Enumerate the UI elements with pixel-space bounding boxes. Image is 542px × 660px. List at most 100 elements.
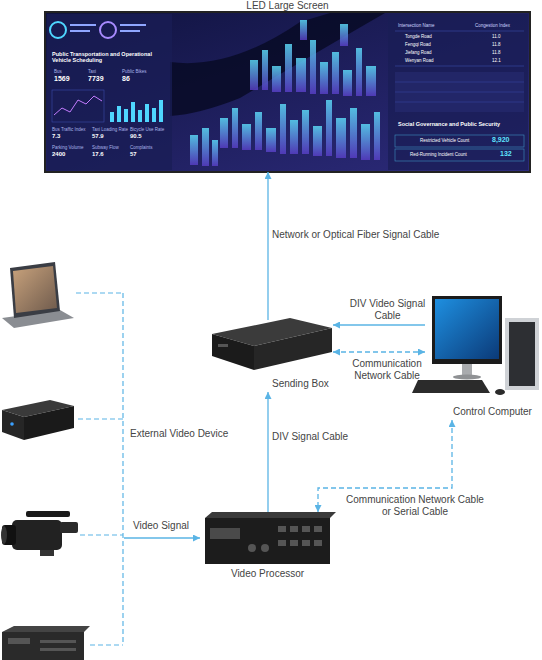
screen-text: 86: [122, 75, 130, 83]
camcorder-illustration-part: [40, 550, 54, 556]
signal-connector: [267, 172, 268, 320]
computer-illustration-part: [435, 299, 499, 359]
led-screen-art-part: [124, 109, 128, 122]
video-bus-line-part: [90, 644, 123, 645]
video-processor-illustration-part: [314, 540, 322, 546]
screen-text: 11.8: [492, 42, 500, 47]
screen-text: 8,920: [492, 136, 510, 144]
screen-text: Tongde Road: [405, 34, 432, 39]
led-screen-art-part: [47, 14, 172, 170]
led-screen-art-part: [70, 24, 96, 26]
led-screen-art-part: [152, 108, 156, 122]
led-screen-art-part: [280, 104, 286, 154]
camcorder-illustration-part: [26, 511, 70, 517]
screen-text: 57.9: [92, 133, 104, 140]
signal-connector: [267, 392, 268, 512]
screen-text: 1569: [54, 75, 70, 83]
computer-illustration-part: [412, 380, 490, 393]
screen-text: Wenyan Road: [405, 58, 433, 63]
screen-text: Jiefang Road: [405, 50, 432, 55]
led-screen-art-part: [350, 108, 357, 158]
node-label: External Video Device: [130, 428, 250, 440]
led-screen-art-part: [395, 102, 524, 103]
screen-text: Parking Volume: [52, 145, 84, 150]
control-computer: Control Computer: [425, 292, 540, 420]
video-processor-illustration-part: [290, 540, 298, 546]
led-screen-art-part: [374, 112, 380, 160]
video-processor-illustration-part: [290, 526, 298, 532]
screen-text: Taxi: [88, 69, 96, 74]
node-label: LED Large Screen: [45, 0, 530, 12]
node-label: Sending Box: [272, 378, 342, 390]
recorder-illustration-part: [40, 648, 76, 651]
screen-text: 11.0: [492, 34, 500, 39]
screen-text: Bicycle Use Rate: [130, 127, 164, 132]
led-screen-art-part: [232, 108, 238, 148]
edge-label: Communication Network Cable: [342, 358, 432, 382]
computer-illustration-part: [432, 296, 502, 364]
led-screen-art-part: [138, 110, 142, 122]
led-screen-art-part: [262, 50, 268, 90]
led-screen-art-part: [272, 66, 281, 92]
led-screen-art-part: [159, 100, 163, 122]
computer-illustration-part: [509, 322, 535, 386]
edge-label: Network or Optical Fiber Signal Cable: [272, 229, 492, 241]
led-screen-art-part: [250, 60, 258, 90]
sending-box-illustration: [212, 318, 332, 370]
led-screen-art-part: [395, 92, 524, 93]
recorder-illustration-part: [2, 626, 90, 632]
screen-text: Subway Flow: [92, 145, 119, 150]
signal-connector: [333, 324, 425, 325]
sending-box-illustration-part: [254, 328, 332, 370]
dvd-player-illustration-part: [2, 410, 24, 440]
camcorder-illustration-part: [2, 525, 16, 545]
led-screen-art-part: [320, 62, 328, 94]
signal-connector: [124, 537, 200, 538]
recorder-illustration: [2, 626, 90, 660]
screen-text: Taxi Loading Rate: [92, 127, 128, 132]
edge-label: DIV Signal Cable: [272, 431, 392, 443]
video-processor-illustration-part: [278, 540, 286, 546]
edge-label: Video Signal: [133, 520, 203, 532]
led-screen-art-part: [190, 135, 198, 165]
recorder-illustration-part: [8, 638, 30, 644]
led-screen-art-part: [395, 149, 524, 161]
signal-connector: [333, 351, 425, 352]
screen-text: 132: [500, 150, 512, 158]
node-label: Video Processor: [200, 568, 335, 580]
screen-text: Restricted Vehicle Count: [420, 138, 469, 143]
led-screen-art-part: [356, 48, 362, 96]
sending-box: Sending Box: [208, 320, 333, 392]
screen-text: 17.6: [92, 151, 104, 158]
led-screen-art-part: [388, 14, 528, 170]
edge-label: Communication Network Cable or Serial Ca…: [345, 494, 485, 518]
led-screen-art-part: [343, 70, 352, 96]
led-screen-art-part: [255, 112, 262, 150]
led-screen-art-part: [266, 128, 276, 152]
led-screen-art-part: [336, 118, 346, 158]
led-screen-art-part: [366, 66, 376, 96]
screen-text: Intersection Name: [398, 23, 435, 28]
led-screen-art-part: [395, 72, 524, 112]
camcorder-illustration: [1, 511, 78, 556]
camcorder-illustration-part: [1, 526, 7, 544]
screen-text: 90.5: [130, 133, 142, 140]
dvd-player-illustration-part: [24, 406, 74, 440]
sending-box-illustration-part: [212, 334, 254, 370]
camcorder-illustration-part: [60, 522, 78, 533]
video-processor-illustration-part: [261, 544, 269, 552]
screen-text: Public Transportation and Operational Ve…: [52, 51, 152, 64]
edge-label: DIV Video Signal Cable: [340, 298, 435, 322]
video-processor-illustration-part: [302, 540, 310, 546]
screen-text: 7.3: [52, 133, 60, 140]
led-screen-art-part: [313, 126, 322, 156]
screen-text: Red-Running Incident Count: [410, 152, 467, 157]
led-screen-art-part: [332, 52, 339, 94]
external-video-devices: External Video Device: [0, 262, 124, 658]
led-screen-art-part: [54, 96, 102, 115]
led-screen-art-part: [395, 31, 524, 32]
video-processor-illustration-part: [278, 526, 286, 532]
led-screen-art-part: [340, 24, 348, 46]
computer-illustration-part: [495, 389, 505, 395]
